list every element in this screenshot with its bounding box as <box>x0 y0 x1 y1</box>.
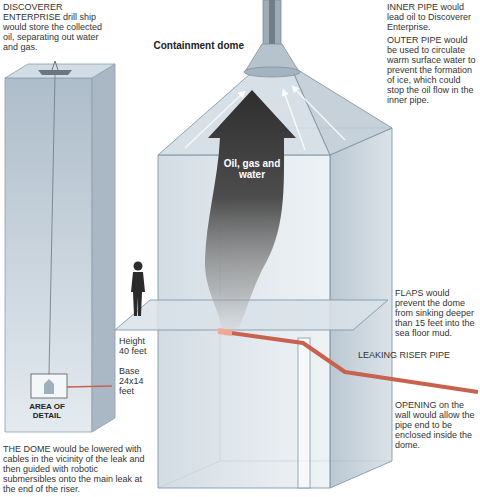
riser-pipe <box>224 332 478 392</box>
detail-box <box>31 374 67 398</box>
label-holder: Oil, gas and water <box>222 158 282 180</box>
callout-note: INNER PIPE would lead oil to Discoverer … <box>387 2 476 32</box>
gas-flow-arrow <box>284 92 305 150</box>
label-holder: INNER PIPE would lead oil to Discoverer … <box>387 2 476 32</box>
callout-note: THE DOME would be lowered with cables in… <box>3 444 153 494</box>
detail-pointer <box>67 386 112 387</box>
gas-flow-arrow <box>294 88 345 140</box>
inset-label: AREA OF DETAIL <box>14 402 80 420</box>
callout-note: OUTER PIPE would be used to circulate wa… <box>387 35 476 105</box>
ocean-column-front <box>5 78 92 432</box>
label-holder: Containment dome <box>130 40 244 52</box>
ocean-column-side <box>92 64 115 432</box>
part-label: LEAKING RISER PIPE <box>358 350 476 360</box>
callout-note: FLAPS would prevent the dome from sinkin… <box>395 288 476 338</box>
label-holder: OUTER PIPE would be used to circulate wa… <box>387 35 476 105</box>
lowering-cable <box>49 75 55 374</box>
outer-pipe <box>263 0 281 46</box>
person-head <box>134 262 143 271</box>
pipe-end <box>218 331 232 333</box>
label-holder: Base 24x14 feet <box>119 366 153 396</box>
wall-opening <box>298 338 310 488</box>
collar-ring <box>244 67 300 77</box>
dimension-label: Height 40 feet <box>119 336 153 356</box>
dimension-label: Base 24x14 feet <box>119 366 153 396</box>
ship-hull <box>38 70 72 75</box>
ship-derrick <box>52 61 58 70</box>
label-holder: FLAPS would prevent the dome from sinkin… <box>395 288 476 338</box>
label-holder: AREA OF DETAIL <box>14 402 80 420</box>
label-holder: THE DOME would be lowered with cables in… <box>3 444 153 494</box>
label-holder: DISCOVERER ENTERPRISE drill ship would s… <box>3 2 111 52</box>
label-holder: Height 40 feet <box>119 336 153 356</box>
callout-note: DISCOVERER ENTERPRISE drill ship would s… <box>3 2 111 52</box>
part-label: Containment dome <box>130 40 244 52</box>
flow-label: Oil, gas and water <box>222 158 282 180</box>
dome-roof-side <box>294 70 392 155</box>
dome-collar <box>246 44 298 70</box>
dome-flaps <box>115 300 388 330</box>
label-holder: LEAKING RISER PIPE <box>358 350 476 360</box>
callout-note: OPENING on the wall would allow the pipe… <box>395 400 476 450</box>
inner-pipe <box>269 0 275 46</box>
label-holder: OPENING on the wall would allow the pipe… <box>395 400 476 450</box>
ocean-surface <box>5 64 115 78</box>
oil-flow-arrow <box>205 90 296 330</box>
person-body <box>131 272 145 316</box>
mini-dome <box>44 379 54 394</box>
